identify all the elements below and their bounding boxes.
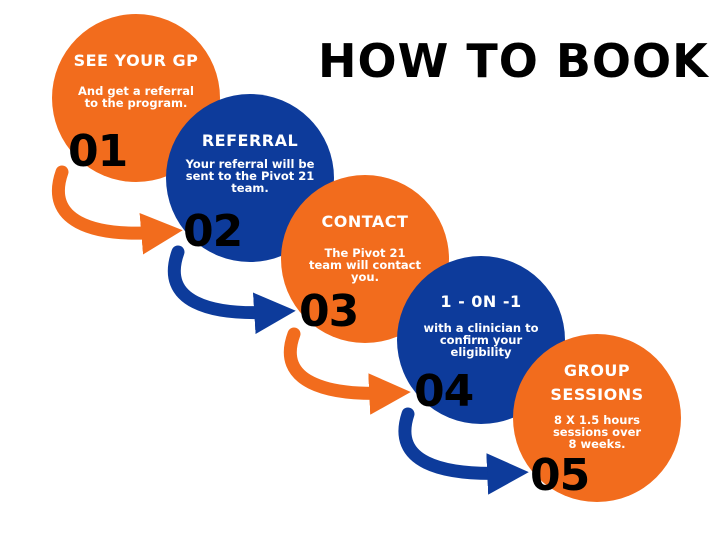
step-2-number: 02 xyxy=(183,206,243,257)
step-3-heading: CONTACT xyxy=(321,212,409,231)
step-1-heading: SEE YOUR GP xyxy=(73,51,199,70)
step-5-circle: GROUP SESSIONS 8 X 1.5 hours sessions ov… xyxy=(513,334,681,502)
arrow-2 xyxy=(167,245,296,335)
step-3-number: 03 xyxy=(299,286,359,337)
step-4-heading: 1 - 0N -1 xyxy=(440,292,522,311)
arrow-1 xyxy=(51,165,183,255)
step-5-heading: GROUP SESSIONS xyxy=(550,361,644,404)
page-title: HOW TO BOOK xyxy=(318,34,709,88)
step-4-number: 04 xyxy=(414,366,474,417)
step-5-number: 05 xyxy=(530,450,590,501)
step-4-description: with a clinician to confirm your eligibi… xyxy=(423,321,539,359)
arrow-4 xyxy=(398,407,529,495)
step-2-heading: REFERRAL xyxy=(201,131,299,150)
arrow-3 xyxy=(283,327,411,415)
step-5-description: 8 X 1.5 hours sessions over 8 weeks. xyxy=(552,413,642,451)
step-1-number: 01 xyxy=(68,126,128,177)
step-1-description: And get a referral to the program. xyxy=(78,84,194,110)
step-3-description: The Pivot 21 team will contact you. xyxy=(309,246,421,284)
step-2-description: Your referral will be sent to the Pivot … xyxy=(185,157,315,195)
